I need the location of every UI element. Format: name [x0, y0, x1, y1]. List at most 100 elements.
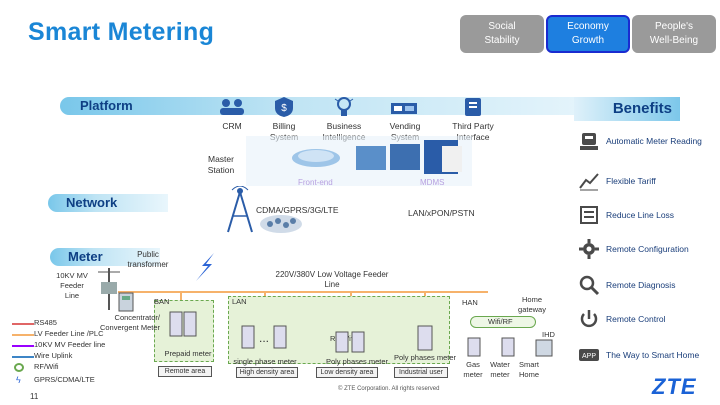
- meter-label: Meter: [68, 249, 103, 264]
- lv-feeder-line-label: 220V/380V Low Voltage Feeder Line: [275, 270, 389, 289]
- legend-item-lv-plc: LV Feeder Line /PLC: [12, 329, 120, 340]
- single-phase-meter-label: single phase meter: [233, 357, 297, 366]
- benefit-label: Automatic Meter Reading: [606, 136, 702, 146]
- public-transformer-label: Public transformer: [127, 250, 169, 269]
- wifi-rf-label: Wifi/RF: [488, 317, 513, 326]
- wired-network-label: LAN/xPON/PSTN: [408, 208, 475, 218]
- master-station-label: Master Station: [207, 154, 235, 175]
- power-icon: [578, 308, 600, 330]
- prepaid-meter-label: Prepaid meter: [164, 349, 212, 358]
- platform-label: Platform: [80, 98, 133, 113]
- legend-item-wire-uplink: Wire Uplink: [12, 351, 120, 362]
- cell-tower-icon: [222, 185, 258, 234]
- benefit-automatic-meter-reading: Automatic Meter Reading: [578, 130, 718, 152]
- home-gateway-label: Home gateway: [518, 295, 546, 314]
- crm-label: CRM: [222, 121, 242, 131]
- datacenter-illustration: [246, 132, 472, 188]
- svg-text:APP: APP: [582, 353, 596, 360]
- benefit-label: The Way to Smart Home: [606, 350, 700, 360]
- benefit-label: Remote Control: [606, 314, 666, 324]
- legend-swatch: [12, 334, 34, 336]
- poly-phase-meter-icon-1: [332, 322, 368, 354]
- network-band: Network: [48, 194, 168, 212]
- prepaid-meter-icon: [168, 310, 198, 340]
- legend-swatch: [12, 345, 34, 347]
- remote-area-label: Remote area: [158, 366, 212, 377]
- legend-label: Wire Uplink: [34, 351, 73, 360]
- ban-label: BAN: [154, 297, 170, 306]
- benefits-band: Benefits: [574, 97, 680, 121]
- lightning-icon: ϟ: [16, 375, 21, 385]
- mdms-label: MDMS: [420, 178, 445, 187]
- third-party-icon: [462, 96, 484, 118]
- front-end-label: Front-end: [298, 178, 333, 187]
- page-title: Smart Metering: [28, 18, 215, 46]
- copyright-text: © ZTE Corporation. All rights reserved: [338, 386, 440, 392]
- crm-icon: [218, 96, 246, 116]
- gear-icon: [578, 238, 600, 260]
- high-density-area-label: High density area: [236, 367, 298, 378]
- network-label: Network: [66, 195, 118, 210]
- benefit-flexible-tariff: Flexible Tariff: [578, 170, 718, 192]
- lan-label: LAN: [232, 297, 247, 306]
- poly-phase-meter-icon-2: [410, 322, 440, 354]
- magnifier-icon: [578, 274, 600, 296]
- zte-logo: ZTE: [652, 374, 697, 399]
- gas-meter-label: Gas meter: [463, 360, 483, 379]
- poly-phases-meter-label-2: Poly phases meter: [393, 353, 457, 362]
- app-icon: APP: [578, 344, 600, 366]
- transformer-pole-icon: [98, 268, 120, 310]
- page-number: 11: [30, 392, 39, 401]
- legend-item-rf-wifi: RF/Wifi: [12, 362, 120, 373]
- benefit-reduce-line-loss: Reduce Line Loss: [578, 204, 718, 226]
- legend-label: 10KV MV Feeder line: [34, 340, 106, 349]
- wifi-rf-pill: [470, 316, 536, 328]
- legend-label: RF/Wifi: [34, 362, 59, 371]
- single-phase-meter-icon: ...: [240, 322, 290, 354]
- legend: RS485 LV Feeder Line /PLC 10KV MV Feeder…: [12, 318, 120, 386]
- concentrator-icon: [118, 292, 134, 312]
- poly-phases-meter-label-1: Poly phases meter: [325, 357, 389, 366]
- legend-item-gprs: ϟ GPRS/CDMA/LTE: [12, 375, 120, 386]
- legend-label: RS485: [34, 318, 57, 327]
- legend-label: LV Feeder Line /PLC: [34, 329, 104, 338]
- billing-system-icon: $: [274, 96, 294, 118]
- benefit-label: Remote Configuration: [606, 244, 689, 254]
- meter-band: Meter: [50, 248, 160, 266]
- feeder-line-label: 10KV MV Feeder Line: [56, 271, 88, 300]
- wifi-icon: [14, 363, 24, 372]
- tab-peoples-well-being[interactable]: People's Well-Being: [632, 15, 716, 53]
- lightning-icon: [192, 252, 220, 282]
- legend-swatch: [12, 323, 34, 325]
- business-intelligence-icon: [332, 96, 356, 118]
- tariff-chart-icon: [578, 170, 600, 192]
- benefit-remote-diagnosis: Remote Diagnosis: [578, 274, 718, 296]
- meter-reading-icon: [578, 130, 600, 152]
- benefit-remote-configuration: Remote Configuration: [578, 238, 718, 260]
- han-devices-icon: [462, 334, 558, 360]
- svg-text:...: ...: [259, 331, 269, 345]
- industrial-user-label: Industrial user: [394, 367, 448, 378]
- ihd-label: IHD: [542, 330, 555, 339]
- low-density-area-label: Low density area: [316, 367, 378, 378]
- tab-economy-growth[interactable]: Economy Growth: [546, 15, 630, 53]
- legend-item-mv-line: 10KV MV Feeder line: [12, 340, 120, 351]
- benefit-label: Reduce Line Loss: [606, 210, 675, 220]
- third-party-label: Third Party Interface: [452, 121, 494, 142]
- lv-feeder-line: [118, 291, 488, 293]
- benefit-remote-control: Remote Control: [578, 308, 718, 330]
- benefit-label: Remote Diagnosis: [606, 280, 676, 290]
- water-meter-label: Water meter: [490, 360, 510, 379]
- han-label: HAN: [462, 298, 478, 307]
- legend-item-rs485: RS485: [12, 318, 120, 329]
- lan-area: [228, 296, 450, 364]
- line-loss-icon: [578, 204, 600, 226]
- cloud-network-icon: [258, 212, 304, 234]
- benefit-label: Flexible Tariff: [606, 176, 656, 186]
- tab-social-stability[interactable]: Social Stability: [460, 15, 544, 53]
- legend-swatch: [12, 356, 34, 358]
- concentrator-label: Concentrator/ Convergent Meter: [99, 313, 160, 332]
- benefit-smart-home: APP The Way to Smart Home: [578, 344, 718, 366]
- vending-system-icon: [390, 100, 420, 116]
- svg-text:$: $: [281, 103, 287, 114]
